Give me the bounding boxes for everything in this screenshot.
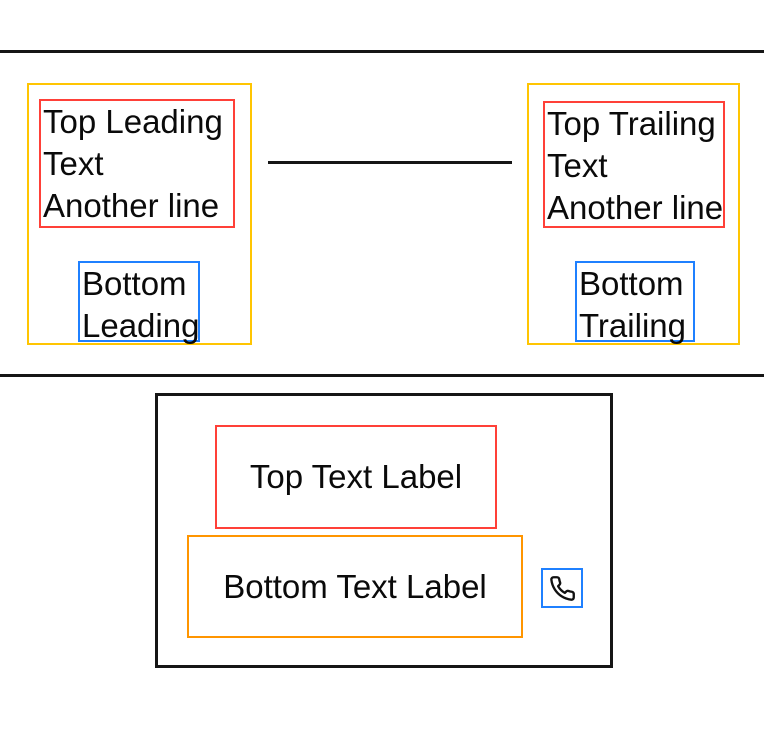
text-line: Top Trailing xyxy=(547,105,716,142)
bottom-label-box: Bottom Text Label xyxy=(187,535,523,638)
left-cell-outline xyxy=(27,83,252,345)
text-line: Trailing xyxy=(579,307,686,344)
phone-button[interactable] xyxy=(541,568,583,608)
left-bottom-text-box: Bottom Leading xyxy=(78,261,200,344)
bottom-card-outline xyxy=(155,393,613,668)
left-top-text-box: Top Leading Text Another line xyxy=(39,99,235,228)
right-bottom-text-box: Bottom Trailing xyxy=(575,261,695,344)
phone-icon xyxy=(549,575,576,602)
divider-middle xyxy=(0,374,764,377)
text-line: Bottom xyxy=(82,265,187,302)
text-line: Another line xyxy=(43,187,220,224)
text-line: Another line xyxy=(547,189,724,226)
top-label-box: Top Text Label xyxy=(215,425,497,529)
top-label: Top Text Label xyxy=(249,458,463,495)
text-line: Bottom xyxy=(579,265,684,302)
text-line: Leading xyxy=(82,307,200,344)
right-top-text-box: Top Trailing Text Another line xyxy=(543,101,725,228)
text-line: Top Leading xyxy=(43,103,223,140)
right-cell-outline xyxy=(527,83,740,345)
text-line: Text xyxy=(547,147,608,184)
bottom-label: Bottom Text Label xyxy=(223,567,487,605)
text-line: Text xyxy=(43,145,104,182)
connector-line xyxy=(268,161,512,164)
divider-top xyxy=(0,50,764,53)
